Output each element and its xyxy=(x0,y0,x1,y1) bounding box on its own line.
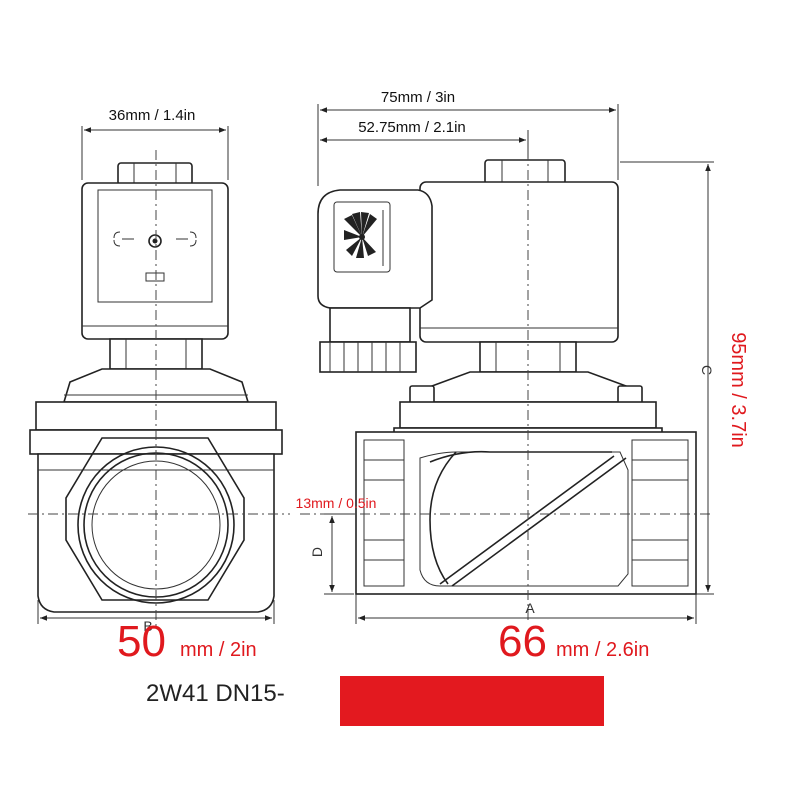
model-label: 2W41 DN15- xyxy=(146,680,285,707)
coil-offset-label: 52.75mm / 2.1in xyxy=(358,119,466,136)
brand-logo-icon xyxy=(344,210,384,266)
body-length-unit: mm / 2.6in xyxy=(556,639,649,661)
dim-letter-a: A xyxy=(525,600,535,616)
body-length-annotation: 66 mm / 2.6in xyxy=(498,617,649,666)
dim-letter-c: C xyxy=(699,365,715,375)
front-width-value: 50 xyxy=(117,617,166,666)
side-view: 75mm / 3in 52.75mm / 2.1in C 95mm / 3.7i… xyxy=(296,89,749,624)
bore-offset-label: 13mm / 0.5in xyxy=(296,495,377,511)
redaction-bar xyxy=(340,676,604,726)
coil-width-label: 36mm / 1.4in xyxy=(109,107,196,124)
front-width-annotation: 50 mm / 2in xyxy=(117,617,257,666)
height-label: 95mm / 3.7in xyxy=(727,332,749,448)
body-length-value: 66 xyxy=(498,617,547,666)
front-width-unit: mm / 2in xyxy=(180,639,257,661)
front-view: 36mm / 1.4in B xyxy=(28,107,290,634)
overall-length-label: 75mm / 3in xyxy=(381,89,455,106)
dim-letter-d: D xyxy=(309,547,325,557)
dim-letter-b: B xyxy=(143,618,152,634)
